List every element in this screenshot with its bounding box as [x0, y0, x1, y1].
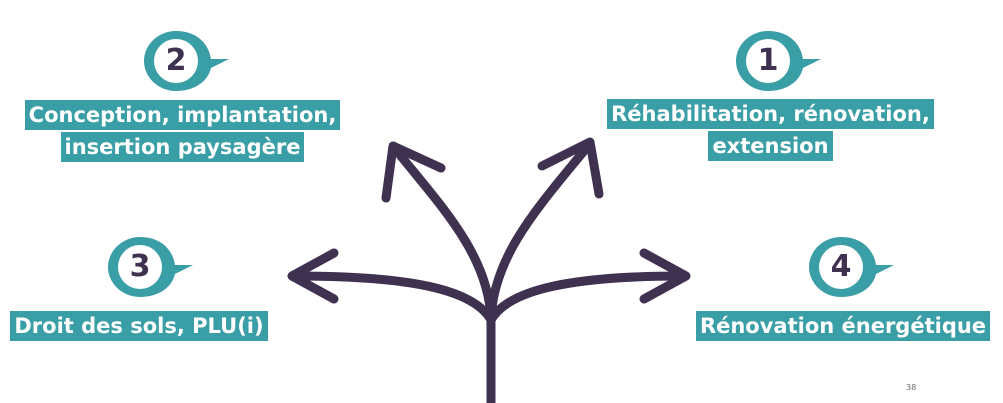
step-3-label: Droit des sols, PLU(i)	[5, 311, 273, 341]
arrow-left	[290, 271, 496, 325]
map-marker-icon	[108, 237, 193, 297]
step-3-number: 3	[129, 248, 151, 284]
step-1-number: 1	[757, 42, 779, 78]
step-4-label: Rénovation énergétique	[686, 311, 1000, 341]
step-1-marker: 1	[733, 25, 843, 95]
page-number: 38	[906, 383, 917, 392]
map-marker-icon	[809, 237, 894, 297]
step-1-label-line-1: Réhabilitation, rénovation,	[607, 99, 934, 129]
step-4-marker: 4	[806, 231, 916, 301]
arrow-up-right	[486, 141, 593, 325]
step-1-label-line-2: extension	[708, 131, 833, 161]
arrow-up-left	[391, 145, 496, 325]
step-2-label-line-1: Conception, implantation,	[24, 100, 341, 130]
step-2-marker: 2	[141, 25, 251, 95]
step-3-marker: 3	[105, 231, 215, 301]
arrow-up-right-head	[537, 137, 604, 199]
step-3-label-line-1: Droit des sols, PLU(i)	[10, 311, 268, 341]
arrow-right-head	[639, 248, 691, 304]
arrow-left-head	[287, 248, 339, 304]
step-4-label-line-1: Rénovation énergétique	[695, 311, 991, 341]
step-2-label: Conception, implantation, insertion pays…	[10, 100, 355, 162]
step-1-label: Réhabilitation, rénovation, extension	[598, 99, 943, 161]
step-4-number: 4	[830, 248, 852, 284]
map-marker-icon	[736, 31, 821, 91]
arrow-right	[486, 271, 688, 325]
arrow-up-left-head	[381, 141, 446, 203]
step-2-label-line-2: insertion paysagère	[60, 132, 305, 162]
step-2-number: 2	[165, 42, 187, 78]
map-marker-icon	[144, 31, 229, 91]
